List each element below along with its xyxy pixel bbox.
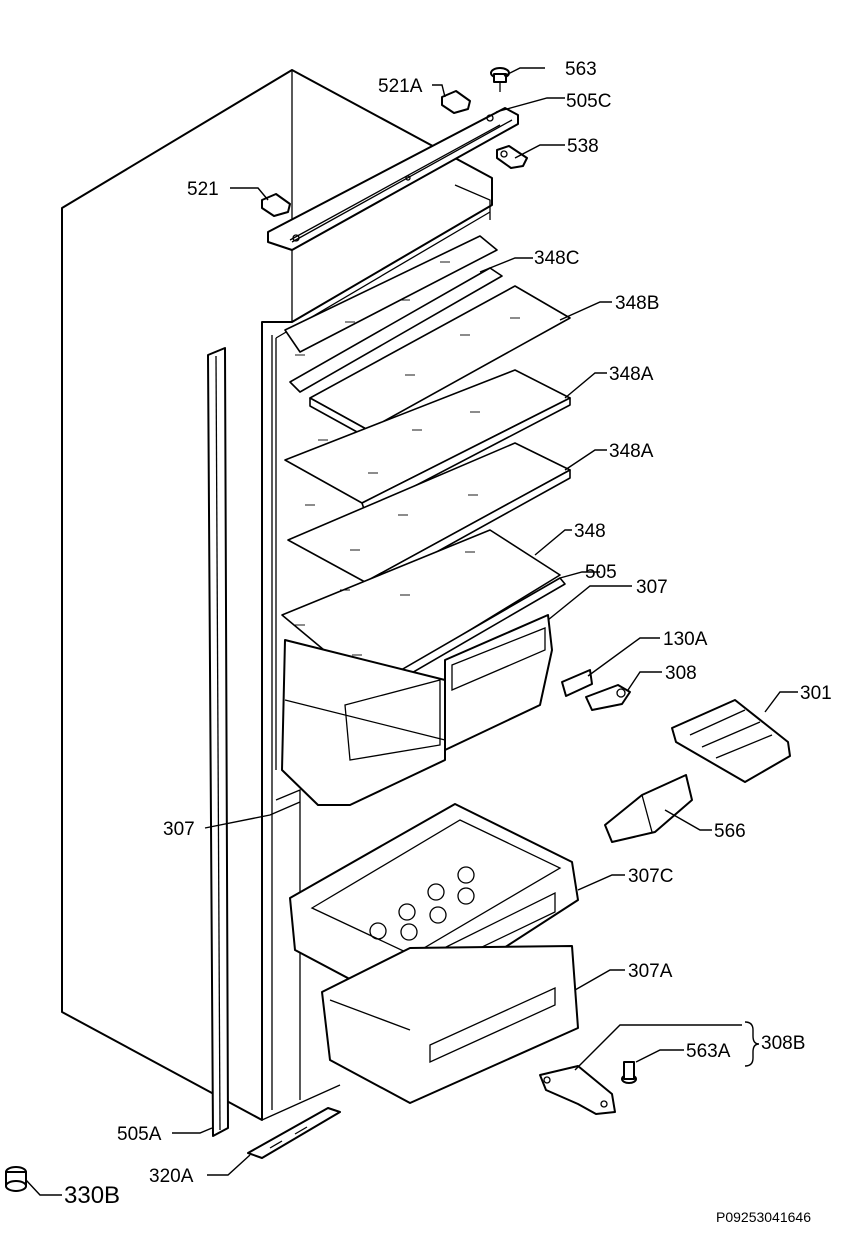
label-505c: 505C bbox=[566, 91, 611, 112]
leader-lines bbox=[25, 67, 798, 1196]
freezer-drawer-307a bbox=[321, 945, 579, 1104]
ice-cube-tray-301 bbox=[671, 699, 791, 783]
part-308 bbox=[585, 684, 631, 711]
top-rail-505c bbox=[267, 107, 519, 251]
label-320a: 320A bbox=[149, 1166, 194, 1187]
reference-code: P09253041646 bbox=[716, 1209, 811, 1225]
label-505: 505 bbox=[585, 562, 617, 583]
screw-563a bbox=[621, 1061, 637, 1084]
label-505a: 505A bbox=[117, 1124, 162, 1145]
foot-330b bbox=[5, 1166, 27, 1192]
ice-scraper-566 bbox=[604, 774, 693, 843]
hinge-cap-521a bbox=[441, 90, 471, 114]
label-301: 301 bbox=[800, 683, 832, 704]
label-307-left: 307 bbox=[163, 819, 195, 840]
label-348: 348 bbox=[574, 521, 606, 542]
label-348b: 348B bbox=[615, 293, 659, 314]
drawer-307-right bbox=[444, 614, 553, 751]
door-seal-505a bbox=[207, 347, 229, 1137]
label-307-top: 307 bbox=[636, 577, 668, 598]
label-308: 308 bbox=[665, 663, 697, 684]
label-538: 538 bbox=[567, 136, 599, 157]
screw-563 bbox=[490, 67, 510, 92]
hinge-plate-308b bbox=[539, 1065, 616, 1115]
part-labels: 563 521A 505C 538 521 348C 348B 348A 348… bbox=[64, 59, 832, 1225]
shelf-348b bbox=[309, 285, 571, 439]
label-563a: 563A bbox=[686, 1041, 731, 1062]
cabinet-body bbox=[61, 69, 493, 1121]
label-563: 563 bbox=[565, 59, 597, 80]
part-130a bbox=[561, 669, 593, 697]
label-566: 566 bbox=[714, 821, 746, 842]
base-plinth-320a bbox=[247, 1107, 341, 1159]
label-521: 521 bbox=[187, 179, 219, 200]
label-308b: 308B bbox=[761, 1033, 805, 1054]
label-307c: 307C bbox=[628, 866, 673, 887]
label-330b: 330B bbox=[64, 1182, 120, 1209]
hinge-cap-521 bbox=[261, 193, 291, 217]
shelf-348a-upper bbox=[284, 369, 571, 513]
label-348a-lower: 348A bbox=[609, 441, 654, 462]
label-521a: 521A bbox=[378, 76, 423, 97]
shelf-348c bbox=[284, 235, 503, 393]
label-130a: 130A bbox=[663, 629, 708, 650]
label-348a-upper: 348A bbox=[609, 364, 654, 385]
hinge-bracket-538 bbox=[496, 145, 528, 169]
label-348c: 348C bbox=[534, 248, 579, 269]
label-307a: 307A bbox=[628, 961, 673, 982]
